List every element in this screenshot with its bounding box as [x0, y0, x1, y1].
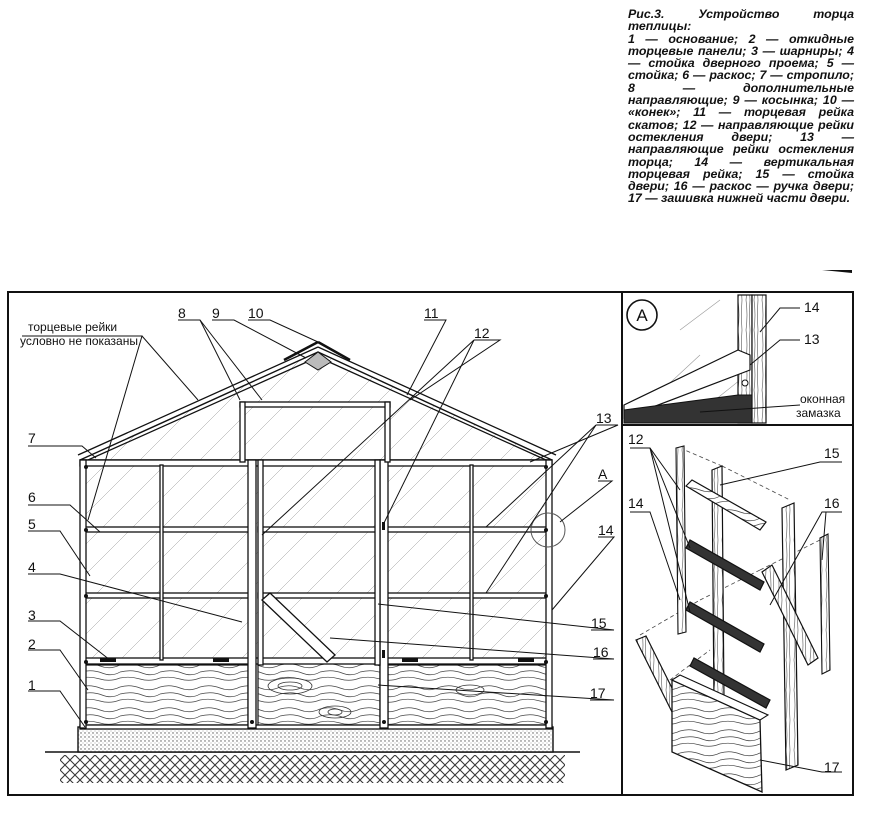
detail-a-marker	[626, 299, 658, 331]
exploded-callout-14: 14	[628, 495, 644, 511]
glazing-guides	[685, 479, 771, 709]
callout-6: 6	[28, 489, 36, 505]
callout-1: 1	[28, 677, 36, 693]
callout-14: 14	[598, 522, 614, 538]
callout-4: 4	[28, 559, 36, 575]
callout-11: 11	[424, 305, 439, 321]
bottom-panel-left	[83, 664, 249, 726]
detail-callout-13: 13	[804, 331, 820, 347]
callout-9: 9	[212, 305, 220, 321]
exploded-door-view: 12 15 14 16 17	[628, 431, 842, 794]
door-bottom-panel	[257, 661, 381, 728]
ridge	[283, 340, 351, 371]
putty-note-line1: оконная	[800, 392, 845, 406]
window-putty	[623, 394, 753, 424]
detail-a-letter: A	[636, 306, 648, 325]
callout-a: A	[598, 466, 608, 482]
callout-2: 2	[28, 636, 36, 652]
detail-a-circle	[530, 512, 566, 548]
callout-15: 15	[591, 615, 607, 631]
foundation	[77, 726, 554, 753]
callout-13: 13	[596, 410, 612, 426]
caption-pointer	[822, 270, 852, 273]
brace-handle-16	[761, 564, 819, 666]
figure-caption: Рис.3. Устройство торца теплицы: 1 — осн…	[628, 8, 854, 205]
detail-callout-14: 14	[804, 299, 820, 315]
exploded-callout-16: 16	[824, 495, 840, 511]
exploded-callout-12: 12	[628, 431, 644, 447]
callout-16: 16	[593, 644, 609, 660]
callout-8: 8	[178, 305, 186, 321]
rail-far-right	[819, 533, 831, 675]
callout-3: 3	[28, 607, 36, 623]
callout-17: 17	[590, 685, 606, 701]
ground-hatch	[45, 751, 580, 783]
caption-title: Рис.3. Устройство торца теплицы:	[628, 7, 854, 34]
callout-10: 10	[248, 305, 264, 321]
callout-7: 7	[28, 430, 36, 446]
rail-14	[675, 445, 687, 635]
callout-12: 12	[474, 325, 490, 341]
vertical-studs	[79, 401, 553, 729]
callout-5: 5	[28, 516, 36, 532]
main-callouts: 1 2 3 4 5 6 7 8 9 10 11 12 13 14 15 16 1…	[28, 305, 614, 701]
exploded-callout-17: 17	[824, 759, 840, 775]
leader-lines	[22, 319, 619, 728]
detail-a-view: A 14 13 оконная замазка	[623, 294, 845, 424]
caption-legend: 1 — основание; 2 — откидные торцевые пан…	[628, 31, 854, 206]
door-brace-handle	[261, 592, 336, 663]
note-line1: торцевые рейки	[28, 320, 117, 334]
hinges	[84, 465, 548, 724]
door-stile-right	[781, 502, 799, 771]
main-view: торцевые рейки условно не показаны 1 2 3…	[20, 305, 619, 783]
note-line2: условно не показаны	[20, 334, 138, 348]
figure-frame	[7, 291, 854, 796]
putty-note-line2: замазка	[796, 406, 841, 420]
rafters	[77, 346, 557, 461]
exploded-callout-15: 15	[824, 445, 840, 461]
